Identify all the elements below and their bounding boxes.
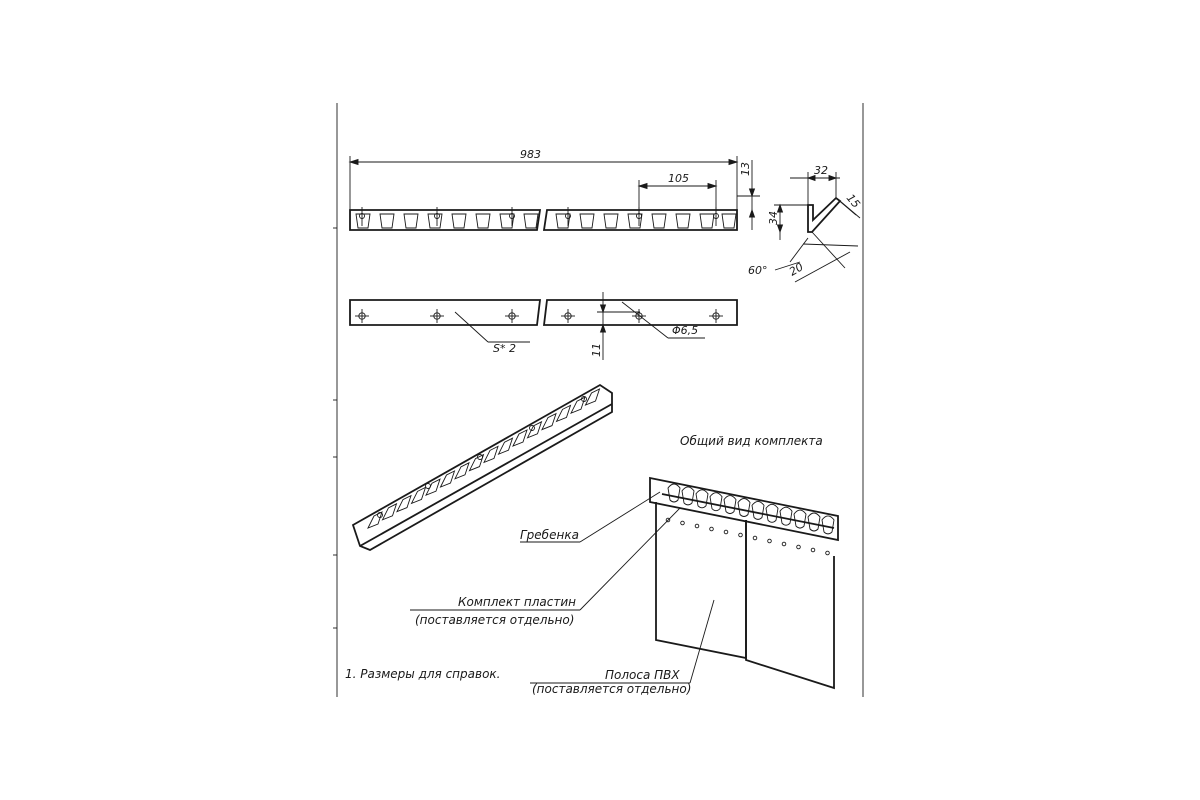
- leaders: [410, 491, 715, 684]
- hole-mark: [359, 213, 365, 219]
- assembly-hole: [825, 550, 830, 556]
- dim-angle-label: 60°: [748, 264, 768, 277]
- assembly-tooth: [765, 503, 779, 523]
- comb-tooth: [379, 213, 395, 229]
- iso-tooth: [367, 511, 383, 529]
- assembly-tooth: [821, 515, 835, 535]
- dim-hole-offset: [454, 292, 705, 360]
- comb-tooth: [475, 213, 491, 229]
- pvc-note-label: (поставляется отдельно): [532, 682, 691, 696]
- assembly-hole: [680, 520, 685, 526]
- dim-overall-length: [348, 156, 739, 210]
- comb-tooth: [721, 213, 737, 229]
- pvc-strip-label: Полоса ПВХ: [605, 668, 680, 682]
- assembly-tooth: [779, 506, 793, 526]
- iso-tooth: [439, 470, 456, 488]
- iso-tooth: [497, 437, 514, 456]
- general-view-title: Общий вид комплекта: [680, 434, 823, 448]
- iso-tooth: [468, 453, 485, 472]
- assembly-tooth: [751, 500, 765, 520]
- iso-tooth: [512, 429, 528, 447]
- comb-tooth: [403, 213, 419, 229]
- assembly-tooth: [737, 498, 751, 517]
- comb-tooth: [627, 213, 643, 229]
- assembly-tooth: [695, 489, 709, 509]
- iso-hole: [529, 425, 535, 431]
- dim-lip-label: 15: [844, 192, 863, 211]
- dim-hole-pitch-label: 105: [668, 172, 689, 185]
- dim-hole-offset-label: 11: [590, 343, 603, 357]
- iso-tooth: [381, 502, 398, 521]
- iso-tooth: [396, 494, 412, 513]
- assembly-hole: [810, 547, 816, 553]
- assembly-hole: [781, 541, 787, 547]
- assembly-tooth: [723, 495, 737, 515]
- dim-hole-diameter-label: Φ6,5: [672, 324, 698, 337]
- assembly-tooth: [667, 483, 681, 503]
- assembly-tooth: [793, 509, 807, 529]
- plan-holes: [355, 309, 723, 323]
- dim-hole-pitch: [637, 180, 718, 214]
- assembly-hole: [694, 523, 700, 529]
- comb-isometric-teeth: [367, 388, 601, 529]
- assembly-hole: [767, 538, 772, 544]
- assembly-view: [649, 476, 839, 690]
- comb-tooth: [523, 213, 539, 229]
- assembly-hole: [796, 544, 801, 550]
- dim-top-offset-label: 13: [739, 162, 752, 176]
- assembly-hole: [665, 517, 671, 523]
- iso-tooth: [555, 404, 572, 423]
- dim-profile-width-label: 32: [814, 164, 828, 177]
- assembly-tooth: [807, 512, 821, 532]
- hole-mark: [509, 213, 515, 219]
- comb-tooth: [355, 213, 371, 229]
- iso-tooth: [526, 420, 543, 439]
- comb-plan-view: [349, 299, 738, 326]
- comb-label: Гребенка: [520, 528, 579, 542]
- iso-hole: [377, 512, 383, 518]
- iso-tooth: [570, 396, 586, 415]
- assembly-hole: [723, 529, 729, 535]
- comb-tooth: [699, 213, 715, 229]
- iso-tooth: [584, 388, 601, 406]
- iso-tooth: [454, 461, 470, 480]
- iso-hole: [477, 454, 483, 460]
- assembly-tooth: [709, 492, 723, 512]
- comb-tooth: [579, 213, 595, 229]
- comb-tooth: [651, 213, 667, 229]
- dim-profile: [774, 172, 861, 283]
- assembly-hole: [709, 526, 714, 532]
- assembly-hole: [752, 535, 758, 541]
- hole-mark: [565, 213, 571, 219]
- iso-hole: [581, 396, 587, 402]
- comb-tooth: [451, 213, 467, 229]
- dim-thickness-label: S* 2: [493, 342, 516, 355]
- dim-overall-length-label: 983: [520, 148, 541, 161]
- dim-lip-length-label: 20: [787, 260, 806, 278]
- plates-note-label: (поставляется отдельно): [415, 613, 574, 627]
- frame-tick-marks: [333, 227, 337, 629]
- plates-set-label: Комплект пластин: [458, 595, 576, 609]
- assembly-tooth: [681, 486, 695, 506]
- iso-hole: [425, 483, 431, 489]
- note-label: 1. Размеры для справок.: [345, 667, 500, 681]
- hole-mark: [434, 213, 440, 219]
- comb-tooth: [603, 213, 619, 229]
- dim-heights: [737, 160, 808, 240]
- comb-tooth: [555, 213, 571, 229]
- iso-tooth: [483, 445, 499, 464]
- comb-tooth: [499, 213, 515, 229]
- comb-front-view: [349, 207, 738, 231]
- comb-tooth: [675, 213, 691, 229]
- assembly-hole: [738, 532, 743, 538]
- iso-tooth: [541, 412, 557, 431]
- comb-isometric: [351, 383, 613, 551]
- dim-profile-height-label: 34: [767, 211, 780, 225]
- profile-section: [807, 196, 842, 233]
